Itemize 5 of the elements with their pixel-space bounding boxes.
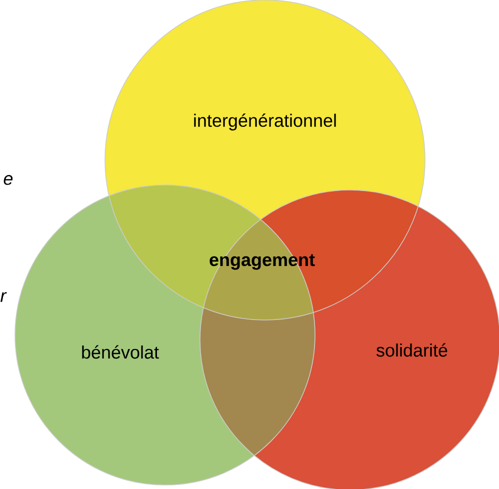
circle-label: intergénérationnel: [194, 114, 336, 130]
circle-label: solidarité: [376, 343, 448, 357]
circle-label: bénévolat: [82, 345, 159, 359]
cropped-text: r: [0, 292, 7, 302]
cropped-text: e: [4, 175, 13, 185]
